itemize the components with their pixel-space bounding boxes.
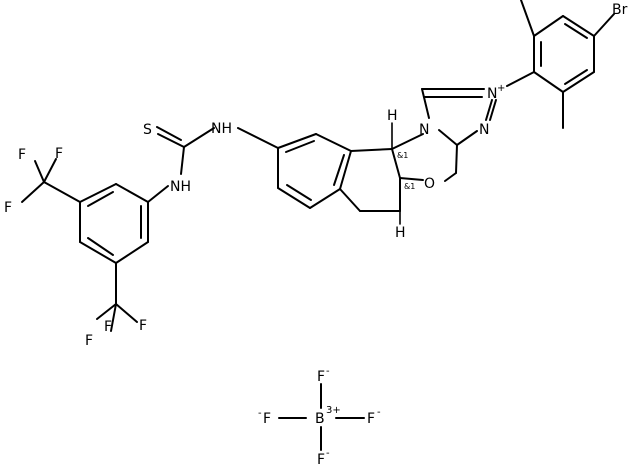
oxazine-oxygen-label: O	[424, 176, 435, 192]
bf4-bonds	[278, 383, 365, 451]
bf4-fluorine-right-charge: -	[377, 407, 381, 418]
aryl-ring-bromo	[506, 0, 615, 129]
bf4-fluorine-left-charge: -	[258, 408, 262, 419]
triazole-n-imine-label: N	[479, 122, 489, 138]
bf4-fluorine-right: F	[367, 411, 375, 427]
cf3-bottom	[96, 303, 138, 332]
thiourea-nh-right-label: NH	[211, 121, 232, 137]
aryl-ring-cf3	[43, 181, 149, 305]
boron-charge: 3+	[326, 405, 341, 416]
fluorine-top-3: F	[4, 200, 12, 216]
triazole-n-ring-label: N	[419, 122, 429, 138]
stereo-h-top-label: H	[387, 108, 398, 124]
bond-layer	[21, 0, 615, 451]
cf3-top	[21, 158, 57, 203]
atom-label-layer: Br N + N N O H H &1 &1 NH S NH F F F F F…	[4, 2, 628, 349]
thiourea-nh-left-label: NH	[170, 179, 191, 195]
stereo-h-bottom-label: H	[395, 225, 406, 241]
fluorine-top-2: F	[55, 146, 63, 162]
fluorine-bottom-3: F	[139, 318, 147, 334]
bf4-fluorine-bottom-charge: -	[326, 448, 330, 459]
oxazine-ring	[391, 133, 458, 182]
bf4-fluorine-top-charge: -	[326, 366, 330, 377]
stereo-flag-top: &1	[397, 151, 408, 160]
fluorine-bottom-1: F	[85, 333, 93, 349]
bf4-fluorine-left: F	[263, 411, 271, 427]
indane-benzene	[237, 127, 352, 209]
bf4-labels: B 3+ F - - F F - F -	[258, 366, 381, 468]
indane-ring	[339, 122, 401, 225]
n-plus-charge: +	[497, 83, 505, 94]
thiourea-sulfur-label: S	[143, 122, 152, 138]
bf4-fluorine-bottom: F	[317, 452, 325, 468]
thiourea	[147, 126, 215, 203]
bromine-label: Br	[612, 2, 628, 18]
triazolium-ring	[421, 88, 497, 146]
bf4-fluorine-top: F	[317, 369, 325, 385]
fluorine-top-1: F	[18, 147, 26, 163]
triazolium-n-plus-label: N	[487, 86, 497, 102]
fluorine-bottom-2: F	[104, 319, 112, 335]
stereo-flag-bottom: &1	[404, 182, 415, 191]
boron-label: B	[315, 411, 325, 427]
